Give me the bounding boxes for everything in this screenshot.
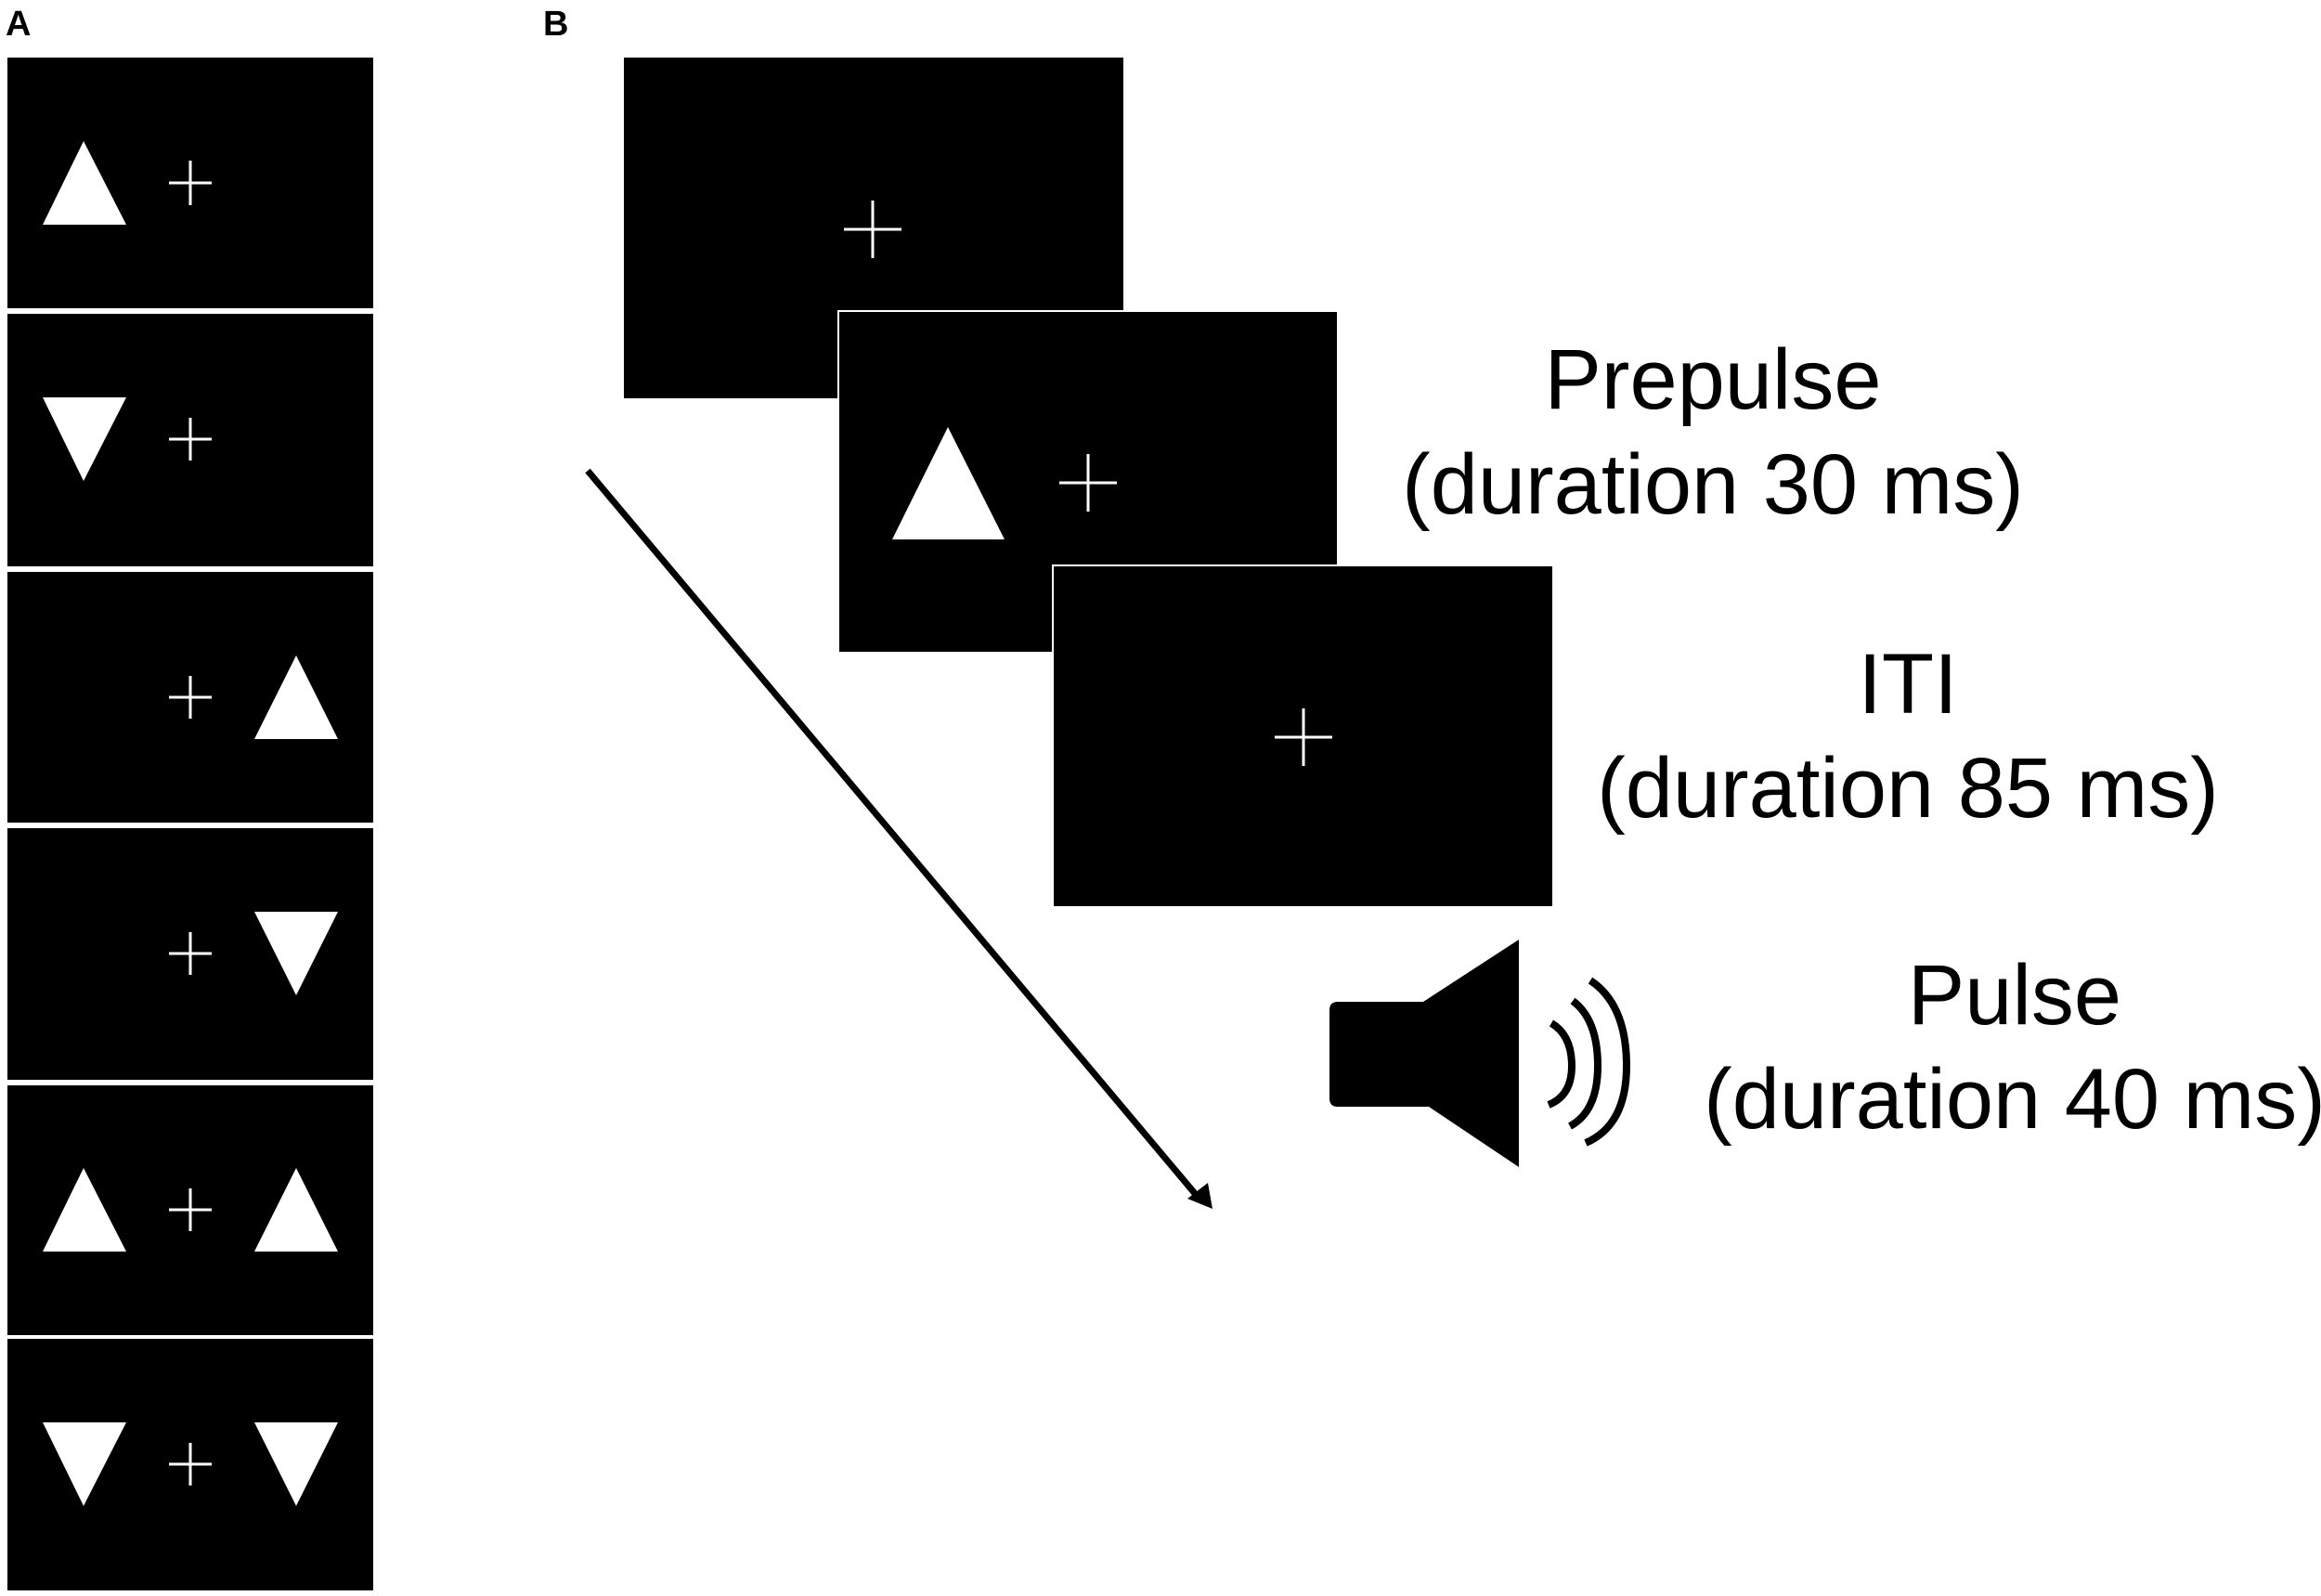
- fixation-cross: [169, 932, 212, 975]
- fixation-cross: [169, 1443, 212, 1486]
- speaker-body: [1329, 940, 1519, 1167]
- panel-a-frame-6: [7, 1339, 373, 1590]
- panel-a: [7, 58, 373, 1590]
- panel-a-frame-5: [7, 1085, 373, 1335]
- triangle-up-left: [43, 1168, 126, 1252]
- prepulse-duration: (duration 30 ms): [1402, 437, 2024, 532]
- time-arrow: [585, 468, 1212, 1209]
- pulse-title: Pulse: [1908, 948, 2121, 1043]
- fixation-cross: [169, 161, 212, 205]
- panel-a-frame-4: [7, 828, 373, 1080]
- fixation-cross: [169, 1188, 212, 1231]
- panel-b: Prepulse (duration 30 ms) ITI (duration …: [585, 58, 2321, 1209]
- triangle-up-right: [254, 1168, 338, 1252]
- panel-a-frame-1: [7, 58, 373, 308]
- triangle-up-right: [254, 655, 338, 739]
- panel-b-label: B: [543, 5, 568, 44]
- triangle-down-right: [254, 1422, 338, 1506]
- fixation-cross: [1275, 708, 1332, 766]
- arrow-shaft: [585, 468, 1200, 1200]
- fixation-cross: [169, 418, 212, 461]
- prepulse-title: Prepulse: [1544, 332, 1881, 427]
- triangle-down-right: [254, 912, 338, 995]
- panel-a-frame-2: [7, 314, 373, 566]
- pulse-duration: (duration 40 ms): [1704, 1052, 2321, 1147]
- iti-screen: [1052, 564, 1554, 908]
- sound-wave-medium: [1567, 997, 1602, 1130]
- triangle-down-left: [43, 1422, 126, 1506]
- triangle-up: [892, 427, 1005, 539]
- fixation-cross: [169, 676, 212, 719]
- sound-wave-large: [1584, 977, 1631, 1147]
- sound-wave-small: [1547, 1019, 1576, 1109]
- iti-title: ITI: [1858, 637, 1957, 732]
- triangle-up-left: [43, 141, 126, 225]
- fixation-cross: [844, 201, 901, 258]
- fixation-cross: [1059, 454, 1117, 512]
- iti-duration: (duration 85 ms): [1597, 741, 2219, 836]
- arrow-head: [1187, 1183, 1212, 1209]
- speaker-icon: [1329, 940, 1631, 1167]
- triangle-down-left: [43, 397, 126, 481]
- panel-a-label: A: [6, 5, 31, 44]
- panel-a-frame-3: [7, 572, 373, 823]
